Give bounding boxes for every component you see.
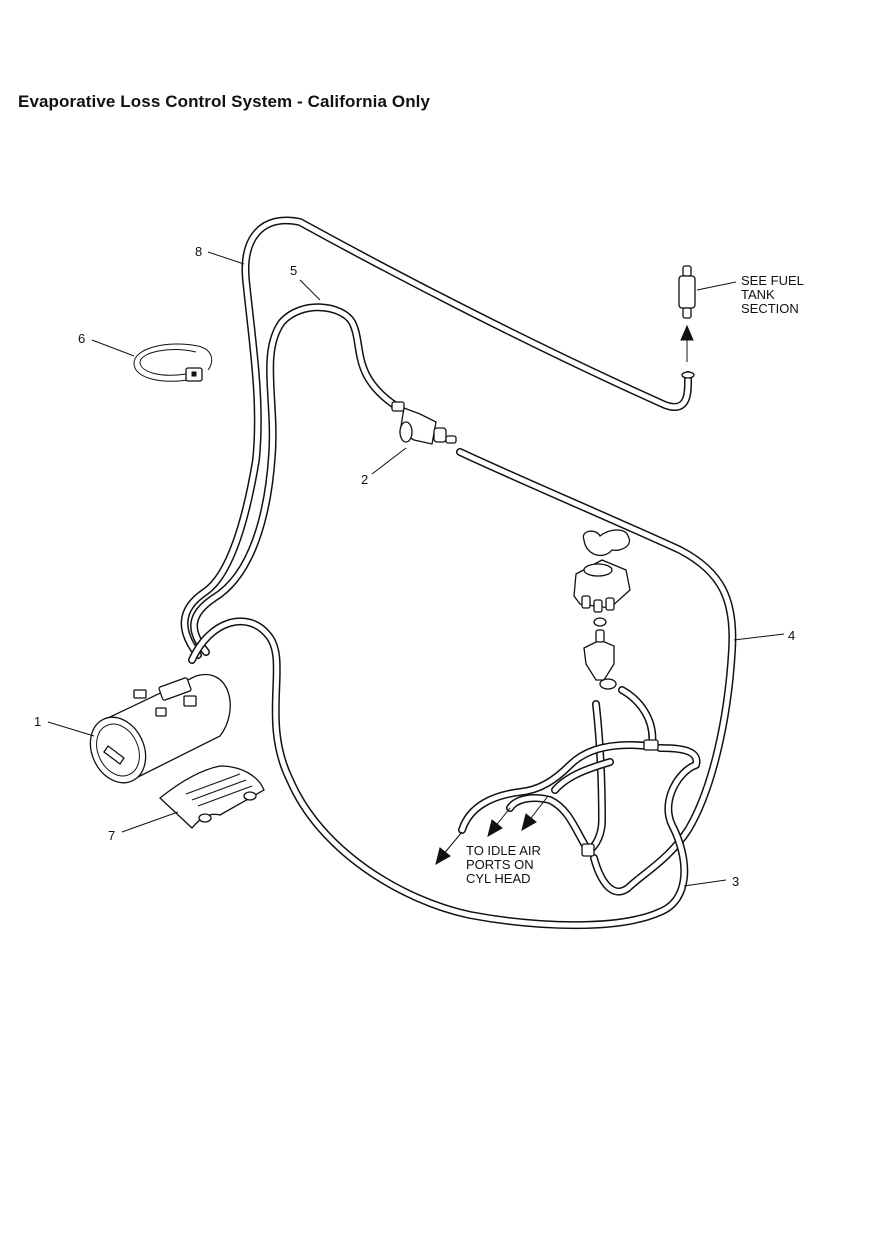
callout-6: 6 <box>78 331 85 346</box>
callout-8: 8 <box>195 244 202 259</box>
hose-5 <box>190 303 400 656</box>
fuel-tank-note-line-3: SECTION <box>741 301 799 316</box>
leader-lines <box>47 251 785 887</box>
idle-air-note-line-1: TO IDLE AIR <box>466 843 541 858</box>
fuel-tank-fitting <box>678 265 696 379</box>
idle-air-note-line-2: PORTS ON <box>466 857 534 872</box>
hose-8 <box>180 216 693 659</box>
callout-1: 1 <box>34 714 41 729</box>
clamp-part-6 <box>133 343 213 382</box>
callout-2: 2 <box>361 472 368 487</box>
callout-3: 3 <box>732 874 739 889</box>
callout-5: 5 <box>290 263 297 278</box>
purge-valve-part-2 <box>391 401 457 445</box>
callout-7: 7 <box>108 828 115 843</box>
idle-air-note-line-3: CYL HEAD <box>466 871 531 886</box>
charcoal-canister-part-1 <box>89 673 231 784</box>
hose-3 <box>188 617 701 930</box>
canister-bracket-part-7 <box>159 765 265 829</box>
idle-air-hoses <box>458 686 657 854</box>
idle-air-note: TO IDLE AIR PORTS ON CYL HEAD <box>466 843 541 886</box>
tee-connectors <box>581 739 659 857</box>
fuel-tank-note-line-1: SEE FUEL <box>741 273 804 288</box>
idle-air-arrows <box>435 795 549 866</box>
fuel-tank-note: SEE FUEL TANK SECTION <box>741 273 804 316</box>
diagram-title: Evaporative Loss Control System - Califo… <box>18 92 431 111</box>
throttle-assembly <box>573 529 631 690</box>
hose-4 <box>456 448 737 896</box>
fuel-tank-note-line-2: TANK <box>741 287 775 302</box>
callout-4: 4 <box>788 628 795 643</box>
